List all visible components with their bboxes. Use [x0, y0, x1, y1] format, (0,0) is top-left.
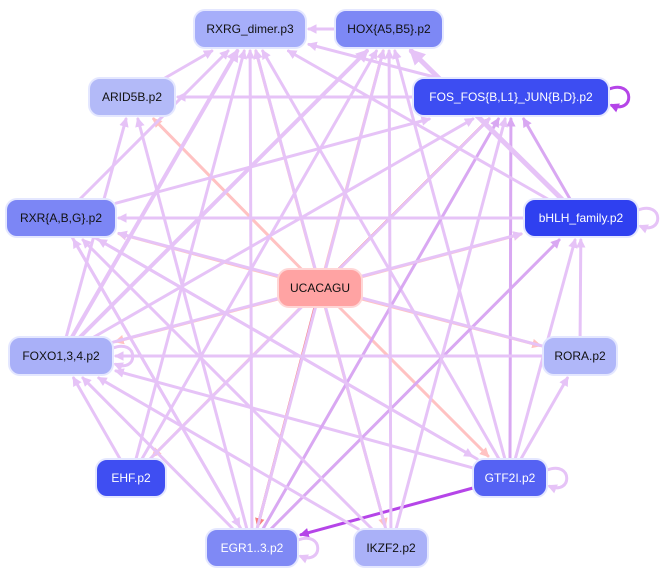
node-label-gtf2i: GTF2I.p2 [485, 471, 536, 485]
self-loop-egr [297, 536, 320, 564]
node-label-hox: HOX{A5,B5}.p2 [347, 22, 431, 36]
node-label-rxrg: RXRG_dimer.p3 [206, 22, 294, 36]
node-bhlh[interactable]: bHLH_family.p2 [523, 198, 639, 238]
self-loop-gtf2i [546, 466, 569, 494]
node-label-bhlh: bHLH_family.p2 [539, 211, 624, 225]
node-box-ehf [95, 458, 167, 498]
node-center[interactable]: UCACAGU [277, 268, 363, 308]
node-rxrg[interactable]: RXRG_dimer.p3 [193, 9, 307, 49]
edge-rora-to-bhlh [575, 238, 586, 339]
edge-egr-to-foxo [81, 376, 235, 531]
edge-egr-to-rxrg [245, 49, 255, 531]
node-ehf[interactable]: EHF.p2 [95, 458, 167, 498]
node-box-gtf2i [472, 458, 548, 498]
edge-rxr-to-gtf2i [92, 235, 474, 458]
node-rxr[interactable]: RXR{A,B,G}.p2 [5, 198, 117, 238]
node-box-egr [205, 528, 299, 568]
node-box-fos [412, 77, 610, 117]
edge-rxr-to-egr [70, 235, 241, 528]
node-box-ikzf2 [353, 528, 429, 568]
node-label-ehf: EHF.p2 [111, 471, 151, 485]
edge-ehf-to-foxo [72, 376, 122, 461]
node-label-rora: RORA.p2 [554, 349, 606, 363]
edge-layer [64, 24, 586, 538]
edge-gtf2i-to-egr [299, 486, 475, 538]
node-box-foxo [8, 336, 114, 376]
edge-ehf-to-rxrg [134, 49, 247, 461]
node-ikzf2[interactable]: IKZF2.p2 [353, 528, 429, 568]
node-foxo[interactable]: FOXO1,3,4.p2 [8, 336, 114, 376]
self-loop-fos [608, 85, 631, 113]
node-label-foxo: FOXO1,3,4.p2 [22, 349, 100, 363]
edge-center-to-gtf2i [337, 305, 490, 458]
edge-ehf-to-hox [140, 49, 378, 461]
edge-foxo-to-fos [92, 117, 475, 339]
node-box-hox [334, 9, 444, 49]
node-box-rxr [5, 198, 117, 238]
node-label-fos: FOS_FOS{B,L1}_JUN{B,D}.p2 [429, 90, 593, 104]
edge-bhlh-to-fos [522, 117, 572, 201]
node-box-rxrg [193, 9, 307, 49]
node-label-arid5b: ARID5B.p2 [102, 90, 162, 104]
edge-foxo-to-hox [78, 49, 369, 339]
self-loop-foxo [112, 344, 135, 372]
self-loop-bhlh [637, 206, 660, 234]
node-box-arid5b [88, 77, 176, 117]
node-box-center [277, 268, 363, 308]
edge-center-to-arid5b [152, 117, 303, 271]
edge-bhlh-to-hox [408, 48, 565, 202]
edge-arid5b-to-rxrg [163, 49, 214, 80]
edge-ikzf2-to-foxo [97, 376, 360, 531]
edge-gtf2i-to-rxrg [261, 49, 501, 461]
node-label-egr: EGR1..3.p2 [221, 541, 284, 555]
edge-ikzf2-to-fos [394, 117, 508, 531]
edge-rxr-to-rxrg [78, 49, 230, 201]
edge-rxr-to-fos [114, 116, 432, 205]
node-label-center: UCACAGU [290, 281, 350, 295]
edge-egr-to-arid5b [135, 117, 249, 531]
edge-gtf2i-to-rora [519, 376, 569, 461]
node-label-rxr: RXR{A,B,G}.p2 [20, 211, 102, 225]
edge-ikzf2-to-hox [384, 49, 394, 531]
node-egr[interactable]: EGR1..3.p2 [205, 528, 299, 568]
node-box-bhlh [523, 198, 639, 238]
node-arid5b[interactable]: ARID5B.p2 [88, 77, 176, 117]
edge-bhlh-to-rxrg [286, 49, 550, 201]
node-gtf2i[interactable]: GTF2I.p2 [472, 458, 548, 498]
node-hox[interactable]: HOX{A5,B5}.p2 [334, 9, 444, 49]
edge-egr-to-bhlh [269, 238, 561, 531]
node-box-rora [542, 336, 618, 376]
self-loop-layer [112, 85, 660, 564]
node-label-ikzf2: IKZF2.p2 [366, 541, 416, 555]
edge-gtf2i-to-foxo [114, 368, 475, 470]
edge-fos-to-rxrg [307, 41, 440, 80]
node-rora[interactable]: RORA.p2 [542, 336, 618, 376]
node-fos[interactable]: FOS_FOS{B,L1}_JUN{B,D}.p2 [412, 77, 610, 117]
edge-gtf2i-to-hox [392, 49, 507, 461]
